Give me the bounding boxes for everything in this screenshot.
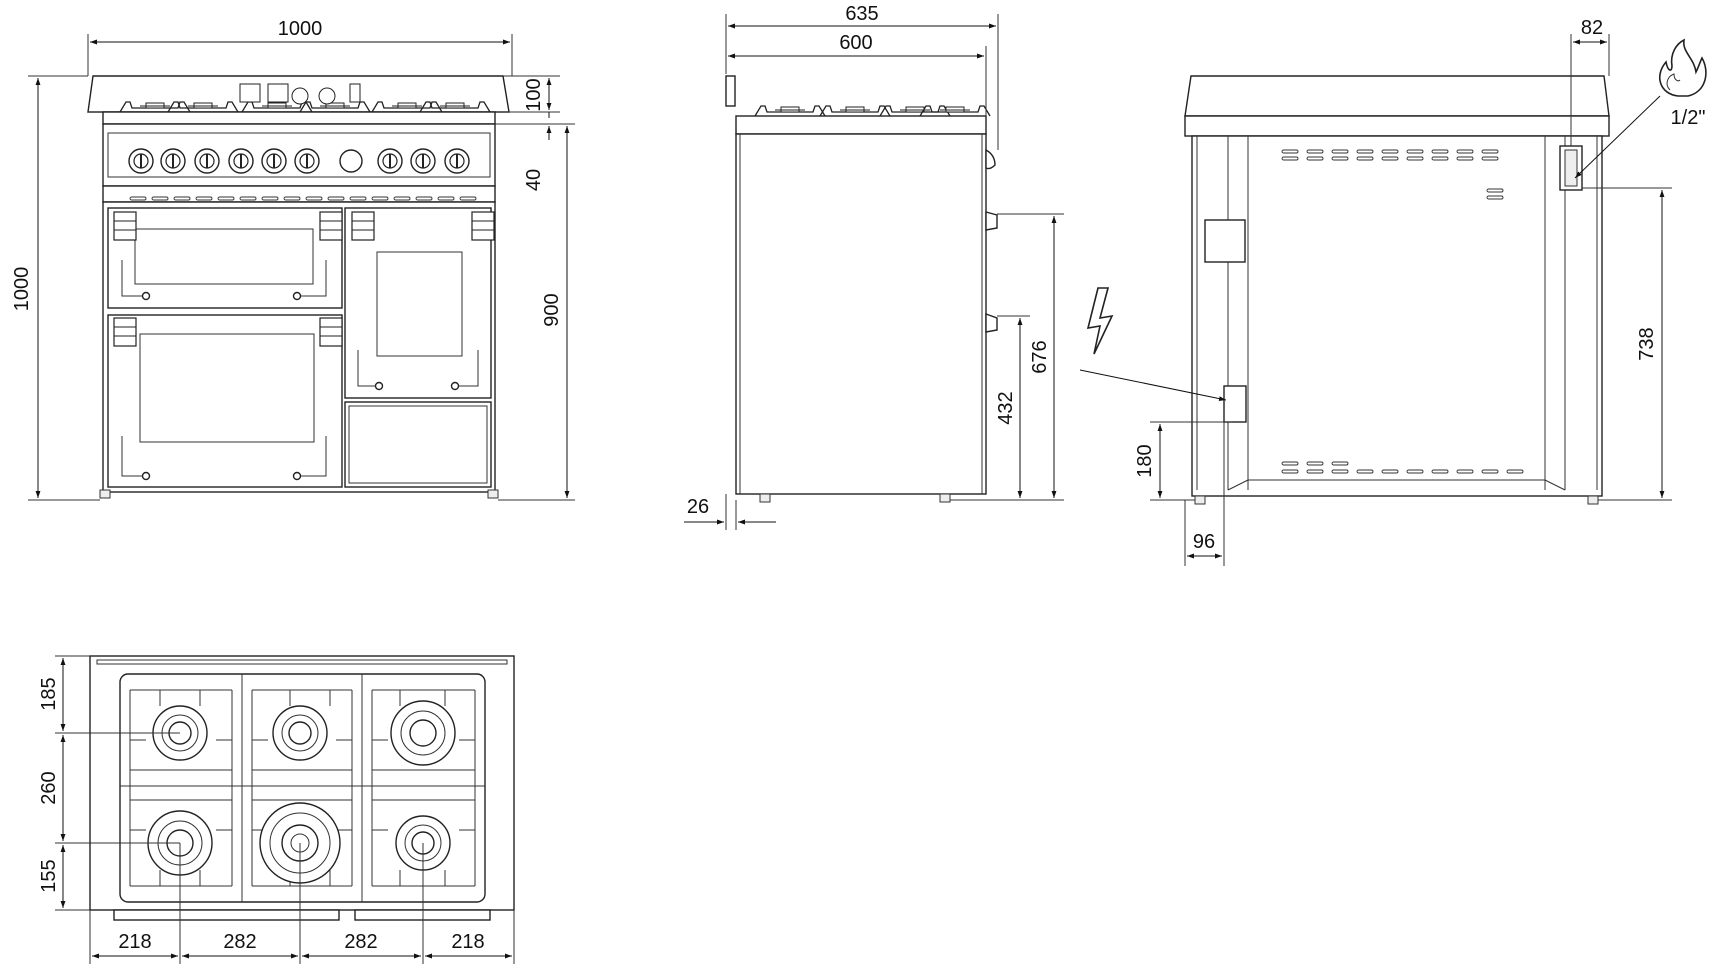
offset-26-label: 26	[687, 496, 709, 518]
control-knobs	[128, 148, 470, 174]
row1-185-label: 185	[38, 677, 60, 710]
right-oven-door	[344, 207, 495, 399]
depth-635-label: 635	[845, 3, 878, 25]
side-grates	[754, 105, 991, 117]
rear-dimensions: 82 1/2" 738 180 96	[1079, 17, 1706, 566]
pan-supports	[120, 674, 485, 902]
height-180-label: 180	[1134, 444, 1156, 477]
spacing-260-label: 260	[38, 771, 60, 804]
x3-282-label: 282	[344, 931, 377, 953]
gas-82-label: 82	[1581, 17, 1603, 39]
rear-view	[1184, 75, 1610, 505]
top-knobs	[113, 909, 491, 921]
height-676-label: 676	[1029, 340, 1051, 373]
lower-left-oven-door	[107, 314, 343, 488]
x4-218-label: 218	[451, 931, 484, 953]
front-dimensions: 1000 1000 100 40 900	[11, 18, 575, 501]
top-dimensions: 185 260 155 218 282 282 218	[38, 655, 515, 964]
side-view	[725, 75, 998, 503]
lightning-icon	[1086, 287, 1114, 355]
terminal-box	[1204, 219, 1247, 423]
height-738-label: 738	[1636, 327, 1658, 360]
row2-155-label: 155	[38, 859, 60, 892]
height-432-label: 432	[995, 391, 1017, 424]
upper-left-oven-door	[107, 207, 343, 309]
x2-282-label: 282	[223, 931, 256, 953]
gas-thread-label: 1/2"	[1671, 107, 1706, 129]
panel-40-label: 40	[523, 169, 545, 191]
top-100-label: 100	[523, 78, 545, 111]
flame-icon	[1658, 38, 1707, 97]
height-1000-label: 1000	[11, 267, 33, 312]
front-view	[87, 75, 510, 499]
gas-connection	[1559, 145, 1583, 191]
storage-drawer	[344, 401, 492, 488]
depth-600-label: 600	[839, 32, 872, 54]
x1-218-label: 218	[118, 931, 151, 953]
side-dimensions: 635 600 26 676 432	[684, 3, 1064, 530]
top-view	[89, 655, 515, 921]
body-900-label: 900	[541, 293, 563, 326]
brand-logo	[239, 83, 361, 105]
width-1000-label: 1000	[278, 18, 323, 40]
offset-96-label: 96	[1193, 531, 1215, 553]
